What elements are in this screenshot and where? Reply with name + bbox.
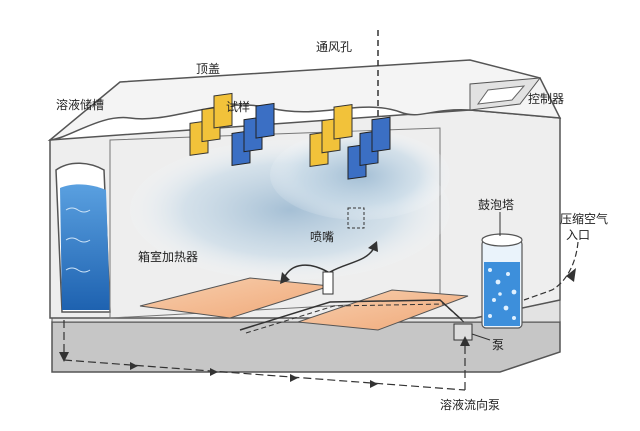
label-chamber-heater: 箱室加热器 [138, 248, 198, 265]
label-vent-hole: 通风孔 [316, 38, 352, 55]
label-bubble-tower: 鼓泡塔 [478, 196, 514, 213]
reservoir-solution [60, 184, 110, 310]
specimen-blue [372, 117, 390, 152]
label-specimen: 试样 [226, 98, 250, 115]
specimen-blue [256, 103, 274, 138]
pump-box [454, 324, 472, 340]
flow-arrowhead [370, 380, 378, 388]
label-solution-flow-pump: 溶液流向泵 [440, 396, 500, 413]
flow-arrowhead [290, 374, 298, 382]
specimen-yellow [334, 105, 352, 140]
label-top-cover: 顶盖 [196, 60, 220, 77]
label-controller: 控制器 [528, 90, 564, 107]
label-pump: 泵 [492, 336, 504, 353]
label-reservoir: 溶液储槽 [56, 96, 104, 113]
nozzle-body [323, 272, 333, 294]
label-compressed-air-2: 入口 [566, 226, 590, 243]
label-compressed-air-1: 压缩空气 [560, 210, 608, 227]
label-nozzle: 喷嘴 [310, 228, 334, 245]
bubble-tower-top [482, 234, 522, 246]
air-inlet-arrowhead [566, 268, 576, 282]
